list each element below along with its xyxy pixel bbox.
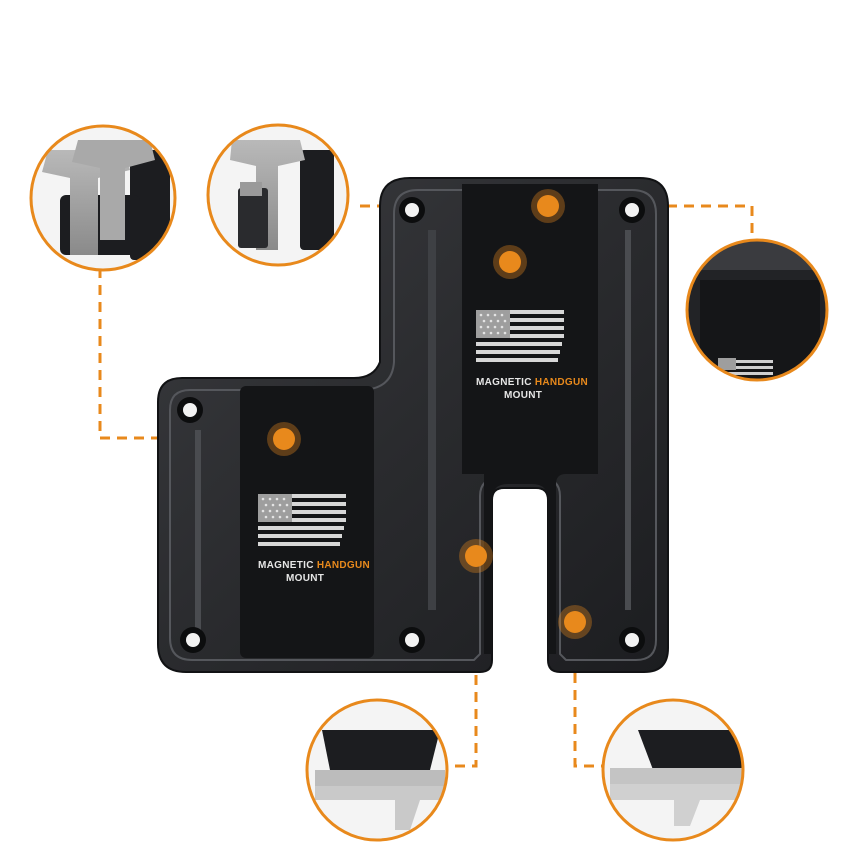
- screw-hole-mid-left: [177, 397, 203, 423]
- pistol-slide-corner-closeup-icon: [610, 730, 743, 826]
- mount-label-right-line1: MAGNETIC HANDGUN: [476, 377, 588, 388]
- mount-label-left-line2: MOUNT: [286, 573, 324, 584]
- callout-circle-1: [29, 124, 177, 272]
- mount-label-right-line2: MOUNT: [504, 390, 542, 401]
- hotspot-bottom-left: [459, 539, 493, 573]
- hotspot-left-panel: [267, 422, 301, 456]
- callout-circle-5: [601, 698, 745, 842]
- screw-hole-bottom-mid: [399, 627, 425, 653]
- screw-hole-bottom-right: [619, 627, 645, 653]
- flag-icon-right: [476, 310, 564, 362]
- mount-label-left: MAGNETIC HANDGUN MOUNT: [258, 560, 370, 584]
- mount-rim: [169, 189, 657, 661]
- hotspot-top-right: [531, 189, 565, 223]
- hotspot-top-left: [493, 245, 527, 279]
- callout-circle-3: [685, 238, 829, 382]
- flag-icon-left: [258, 494, 346, 546]
- screw-holes: [177, 197, 645, 653]
- holster-side-view-icon: [230, 140, 334, 250]
- magnetic-mount-plate: MAGNETIC HANDGUN MOUNT MAGNETIC HANDGUN …: [157, 177, 669, 673]
- hotspots: [267, 189, 592, 639]
- callout-circle-4: [305, 698, 449, 842]
- two-holstered-pistols-icon: [40, 126, 175, 270]
- screw-hole-top-left: [399, 197, 425, 223]
- screw-hole-bottom-left: [180, 627, 206, 653]
- pistol-slide-bottom-closeup-icon: [315, 730, 445, 830]
- leader-line-bottom-right: [573, 622, 603, 768]
- screw-hole-top-right: [619, 197, 645, 223]
- mount-label-right: MAGNETIC HANDGUN MOUNT: [476, 377, 588, 401]
- mount-label-left-line1: MAGNETIC HANDGUN: [258, 560, 370, 571]
- callout-circle-2: [206, 123, 350, 267]
- hotspot-bottom-right: [558, 605, 592, 639]
